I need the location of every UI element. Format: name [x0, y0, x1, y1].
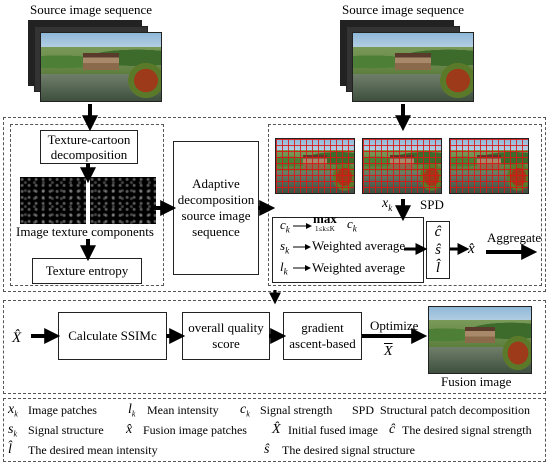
initial-fused-symbol: X̂ — [12, 330, 22, 346]
xk-symbol: xk — [382, 196, 393, 213]
adaptive-decomposition-box: Adaptive decomposition source image sequ… — [173, 141, 259, 275]
image-texture-components-label: Image texture components — [16, 224, 154, 239]
legend-sk-desc: Signal structure — [28, 423, 104, 437]
gradient-ascent-box: gradient ascent-based — [283, 312, 362, 360]
texture-component-image-1 — [20, 177, 86, 224]
legend-Xhat-desc: Initial fused image — [288, 423, 378, 437]
texture-cartoon-line2: decomposition — [50, 147, 128, 162]
legend-lhat-desc: The desired mean intensity — [28, 443, 158, 457]
l-hat: l̂ — [435, 260, 441, 276]
spd-label: SPD — [420, 197, 444, 212]
aggregate-label: Aggregate — [487, 230, 542, 245]
source-sequence-label-right: Source image sequence — [342, 2, 465, 17]
s-hat: ŝ — [435, 242, 441, 258]
adaptive-line2: decomposition — [177, 192, 255, 207]
c-hat: ĉ — [434, 224, 442, 240]
overall-quality-line1: overall quality — [188, 320, 264, 335]
ck-symbol: ck — [280, 217, 290, 235]
fusion-image-label: Fusion image — [441, 374, 512, 389]
max-ck: ck — [347, 216, 357, 234]
sk-symbol: sk — [280, 238, 290, 256]
legend-xhat: x̂ — [126, 422, 133, 437]
legend-chat: ĉ — [389, 422, 396, 437]
gradient-line1: gradient — [301, 320, 344, 335]
desired-components-box: ĉ ŝ l̂ — [426, 221, 450, 279]
result-symbol: X — [384, 344, 393, 359]
legend-spd-desc: Structural patch decomposition — [380, 403, 530, 417]
legend-spd: SPD — [352, 403, 375, 417]
legend-xk-desc: Image patches — [28, 403, 97, 417]
max-range: 1≤k≤K — [315, 225, 335, 233]
calculate-ssim-label: Calculate SSIMc — [68, 328, 157, 343]
legend-shat: ŝ — [264, 442, 270, 457]
adaptive-line3: source image — [181, 208, 251, 223]
legend-lk-desc: Mean intensity — [147, 403, 219, 417]
gradient-line2: ascent-based — [289, 336, 356, 351]
calculate-ssim-box: Calculate SSIMc — [58, 312, 167, 360]
legend-xhat-desc: Fusion image patches — [143, 423, 247, 437]
legend-lhat: l̂ — [8, 442, 12, 457]
spd-patch-image-2 — [362, 138, 442, 194]
legend-panel — [3, 398, 546, 462]
legend-xk: xk — [8, 402, 18, 419]
optimize-label: Optimize — [370, 318, 419, 333]
source-image-stack-right — [340, 20, 480, 102]
legend-chat-desc: The desired signal strength — [402, 423, 532, 437]
legend-sk: sk — [8, 422, 18, 439]
texture-entropy-label: Texture entropy — [45, 263, 129, 278]
overall-quality-line2: score — [212, 336, 240, 351]
source-image-stack-left — [28, 20, 168, 102]
max-label: max — [313, 211, 337, 226]
lk-symbol: lk — [280, 259, 288, 277]
texture-cartoon-box: Texture-cartoon decomposition — [40, 130, 138, 164]
fusion-image — [428, 306, 532, 374]
spd-patch-image-1 — [275, 138, 355, 194]
legend-ck-desc: Signal strength — [260, 403, 333, 417]
legend-lk: lk — [128, 402, 136, 419]
adaptive-line4: sequence — [192, 224, 240, 239]
adaptive-line1: Adaptive — [192, 176, 240, 191]
legend-Xhat: X̂ — [272, 422, 281, 437]
source-sequence-label-left: Source image sequence — [30, 2, 153, 17]
x-hat-symbol: x̂ — [468, 241, 475, 257]
texture-component-image-2 — [90, 177, 156, 224]
legend-shat-desc: The desired signal structure — [282, 443, 415, 457]
overall-quality-box: overall quality score — [182, 312, 270, 360]
sk-rule: Weighted average — [312, 238, 406, 253]
legend-ck: ck — [240, 402, 250, 419]
texture-cartoon-line1: Texture-cartoon — [47, 132, 131, 147]
spd-patch-image-3 — [449, 138, 529, 194]
max-operator: max 1≤k≤K — [313, 211, 337, 235]
lk-rule: Weighted average — [312, 260, 406, 275]
